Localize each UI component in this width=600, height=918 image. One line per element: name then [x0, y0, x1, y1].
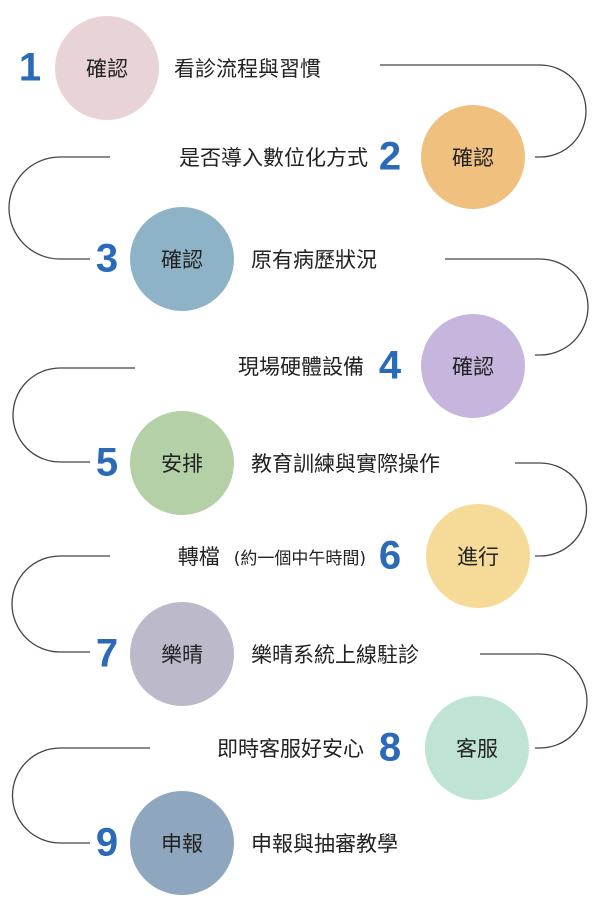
step-text: 教育訓練與實際操作 [247, 448, 444, 478]
step-number: 6 [378, 533, 402, 578]
step-number: 7 [95, 631, 119, 676]
step-number: 2 [378, 134, 402, 179]
step-badge: 確認 [55, 16, 159, 120]
step-text: 現場硬體設備 [234, 351, 368, 381]
step-text: 看診流程與習慣 [170, 53, 325, 83]
step-badge: 樂晴 [130, 602, 234, 706]
step-badge: 確認 [421, 105, 525, 209]
step-label: 現場硬體設備 [238, 355, 364, 379]
step-number: 4 [378, 343, 402, 388]
step-text: 即時客服好安心 [213, 733, 368, 763]
step-badge: 安排 [130, 411, 234, 515]
step-label: 即時客服好安心 [217, 737, 364, 761]
step-label: 申報與抽審教學 [251, 832, 398, 856]
step-text: 樂晴系統上線駐診 [247, 639, 423, 669]
step-number: 9 [95, 820, 119, 865]
step-badge: 確認 [421, 314, 525, 418]
step-label: 轉檔 [177, 545, 220, 569]
step-number: 3 [95, 236, 119, 281]
step-note: (約一個中午時間) [233, 549, 366, 569]
step-label: 樂晴系統上線駐診 [251, 643, 419, 667]
step-number: 5 [95, 440, 119, 485]
step-badge: 申報 [130, 791, 234, 895]
step-badge: 進行 [426, 504, 530, 608]
step-label: 是否導入數位化方式 [179, 146, 368, 170]
step-label: 教育訓練與實際操作 [251, 452, 440, 476]
step-badge: 確認 [130, 207, 234, 311]
step-label: 看診流程與習慣 [174, 57, 321, 81]
step-text: 申報與抽審教學 [247, 828, 402, 858]
step-number: 8 [378, 725, 402, 770]
step-badge: 客服 [425, 696, 529, 800]
step-text: 轉檔 (約一個中午時間) [173, 541, 370, 571]
step-text: 是否導入數位化方式 [175, 142, 372, 172]
step-text: 原有病歷狀況 [247, 244, 381, 274]
step-label: 原有病歷狀況 [251, 248, 377, 272]
step-number: 1 [18, 45, 42, 90]
